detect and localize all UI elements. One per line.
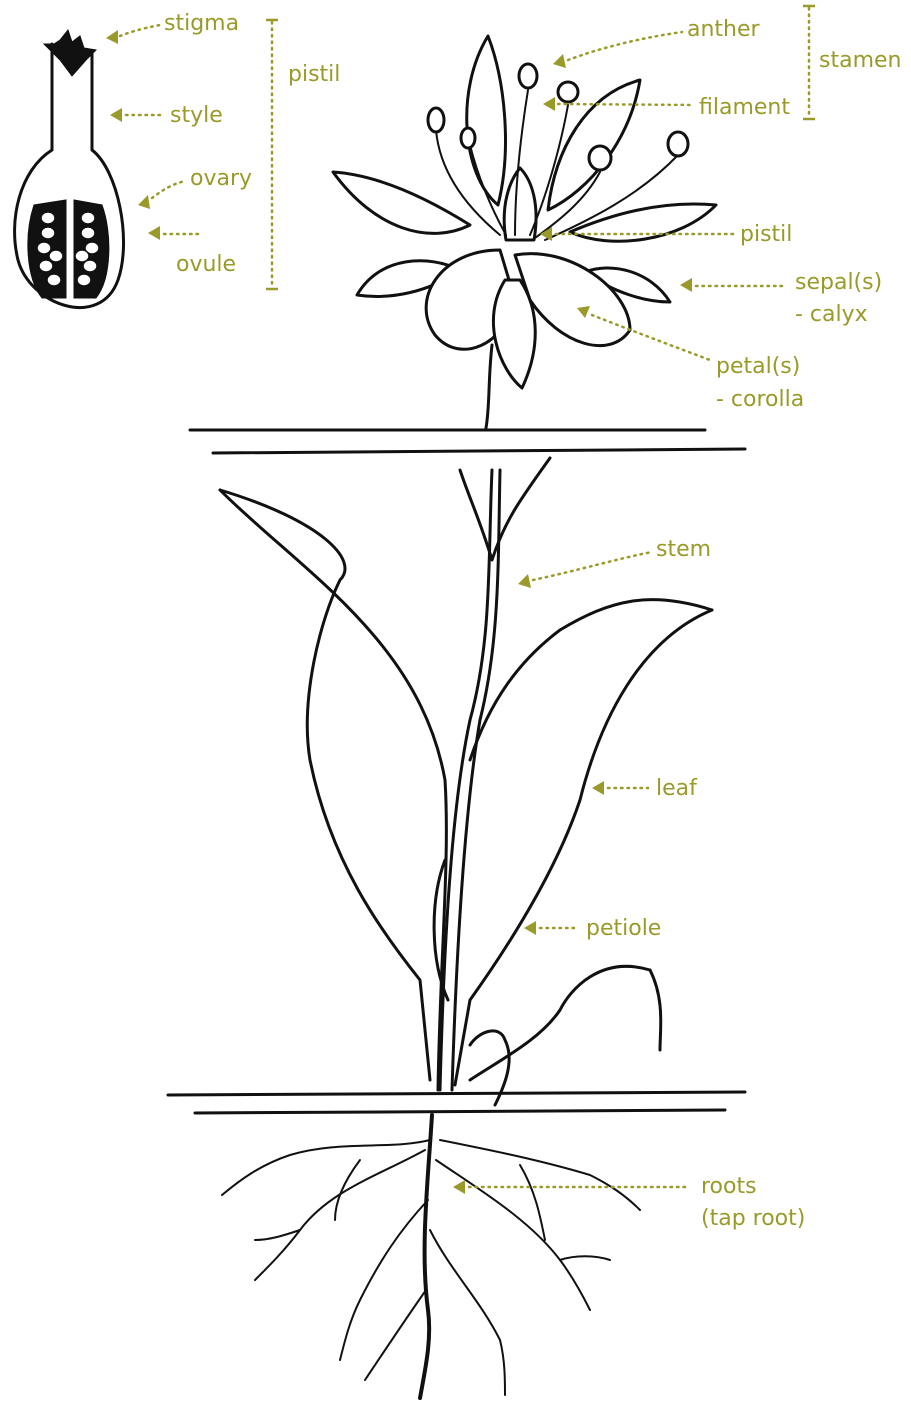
svg-text:leaf: leaf bbox=[656, 776, 698, 801]
label-stigma: stigma bbox=[106, 11, 239, 44]
svg-text:roots: roots bbox=[701, 1174, 757, 1199]
label-ovule: ovule bbox=[148, 226, 236, 277]
label-petals: petal(s) - corolla bbox=[577, 306, 804, 412]
pistil-cross-section bbox=[15, 30, 124, 308]
svg-text:anther: anther bbox=[687, 17, 761, 42]
svg-text:stem: stem bbox=[656, 537, 711, 562]
svg-text:- calyx: - calyx bbox=[795, 302, 868, 327]
svg-text:stigma: stigma bbox=[164, 11, 239, 36]
svg-text:petal(s): petal(s) bbox=[716, 354, 800, 379]
svg-text:ovary: ovary bbox=[190, 166, 252, 191]
svg-text:pistil: pistil bbox=[740, 222, 792, 247]
svg-text:ovule: ovule bbox=[176, 252, 236, 277]
label-roots: roots (tap root) bbox=[453, 1174, 805, 1231]
label-filament: filament bbox=[543, 95, 790, 120]
svg-text:stamen: stamen bbox=[819, 48, 901, 73]
svg-text:(tap root): (tap root) bbox=[701, 1206, 805, 1231]
svg-text:petiole: petiole bbox=[586, 916, 661, 941]
stamen-bracket: stamen bbox=[803, 6, 901, 119]
label-petiole: petiole bbox=[524, 916, 661, 941]
label-leaf: leaf bbox=[592, 776, 698, 801]
label-sepals: sepal(s) - calyx bbox=[680, 270, 882, 327]
svg-text:sepal(s): sepal(s) bbox=[795, 270, 882, 295]
svg-text:- corolla: - corolla bbox=[716, 387, 804, 412]
svg-text:style: style bbox=[170, 103, 223, 128]
svg-text:filament: filament bbox=[699, 95, 790, 120]
label-style: style bbox=[110, 103, 223, 128]
label-anther: anther bbox=[553, 17, 761, 68]
pistil-bracket: pistil bbox=[266, 20, 340, 289]
label-ovary: ovary bbox=[138, 166, 252, 209]
root-illustration bbox=[222, 1115, 640, 1398]
label-stem: stem bbox=[518, 537, 711, 588]
svg-text:pistil: pistil bbox=[288, 62, 340, 87]
